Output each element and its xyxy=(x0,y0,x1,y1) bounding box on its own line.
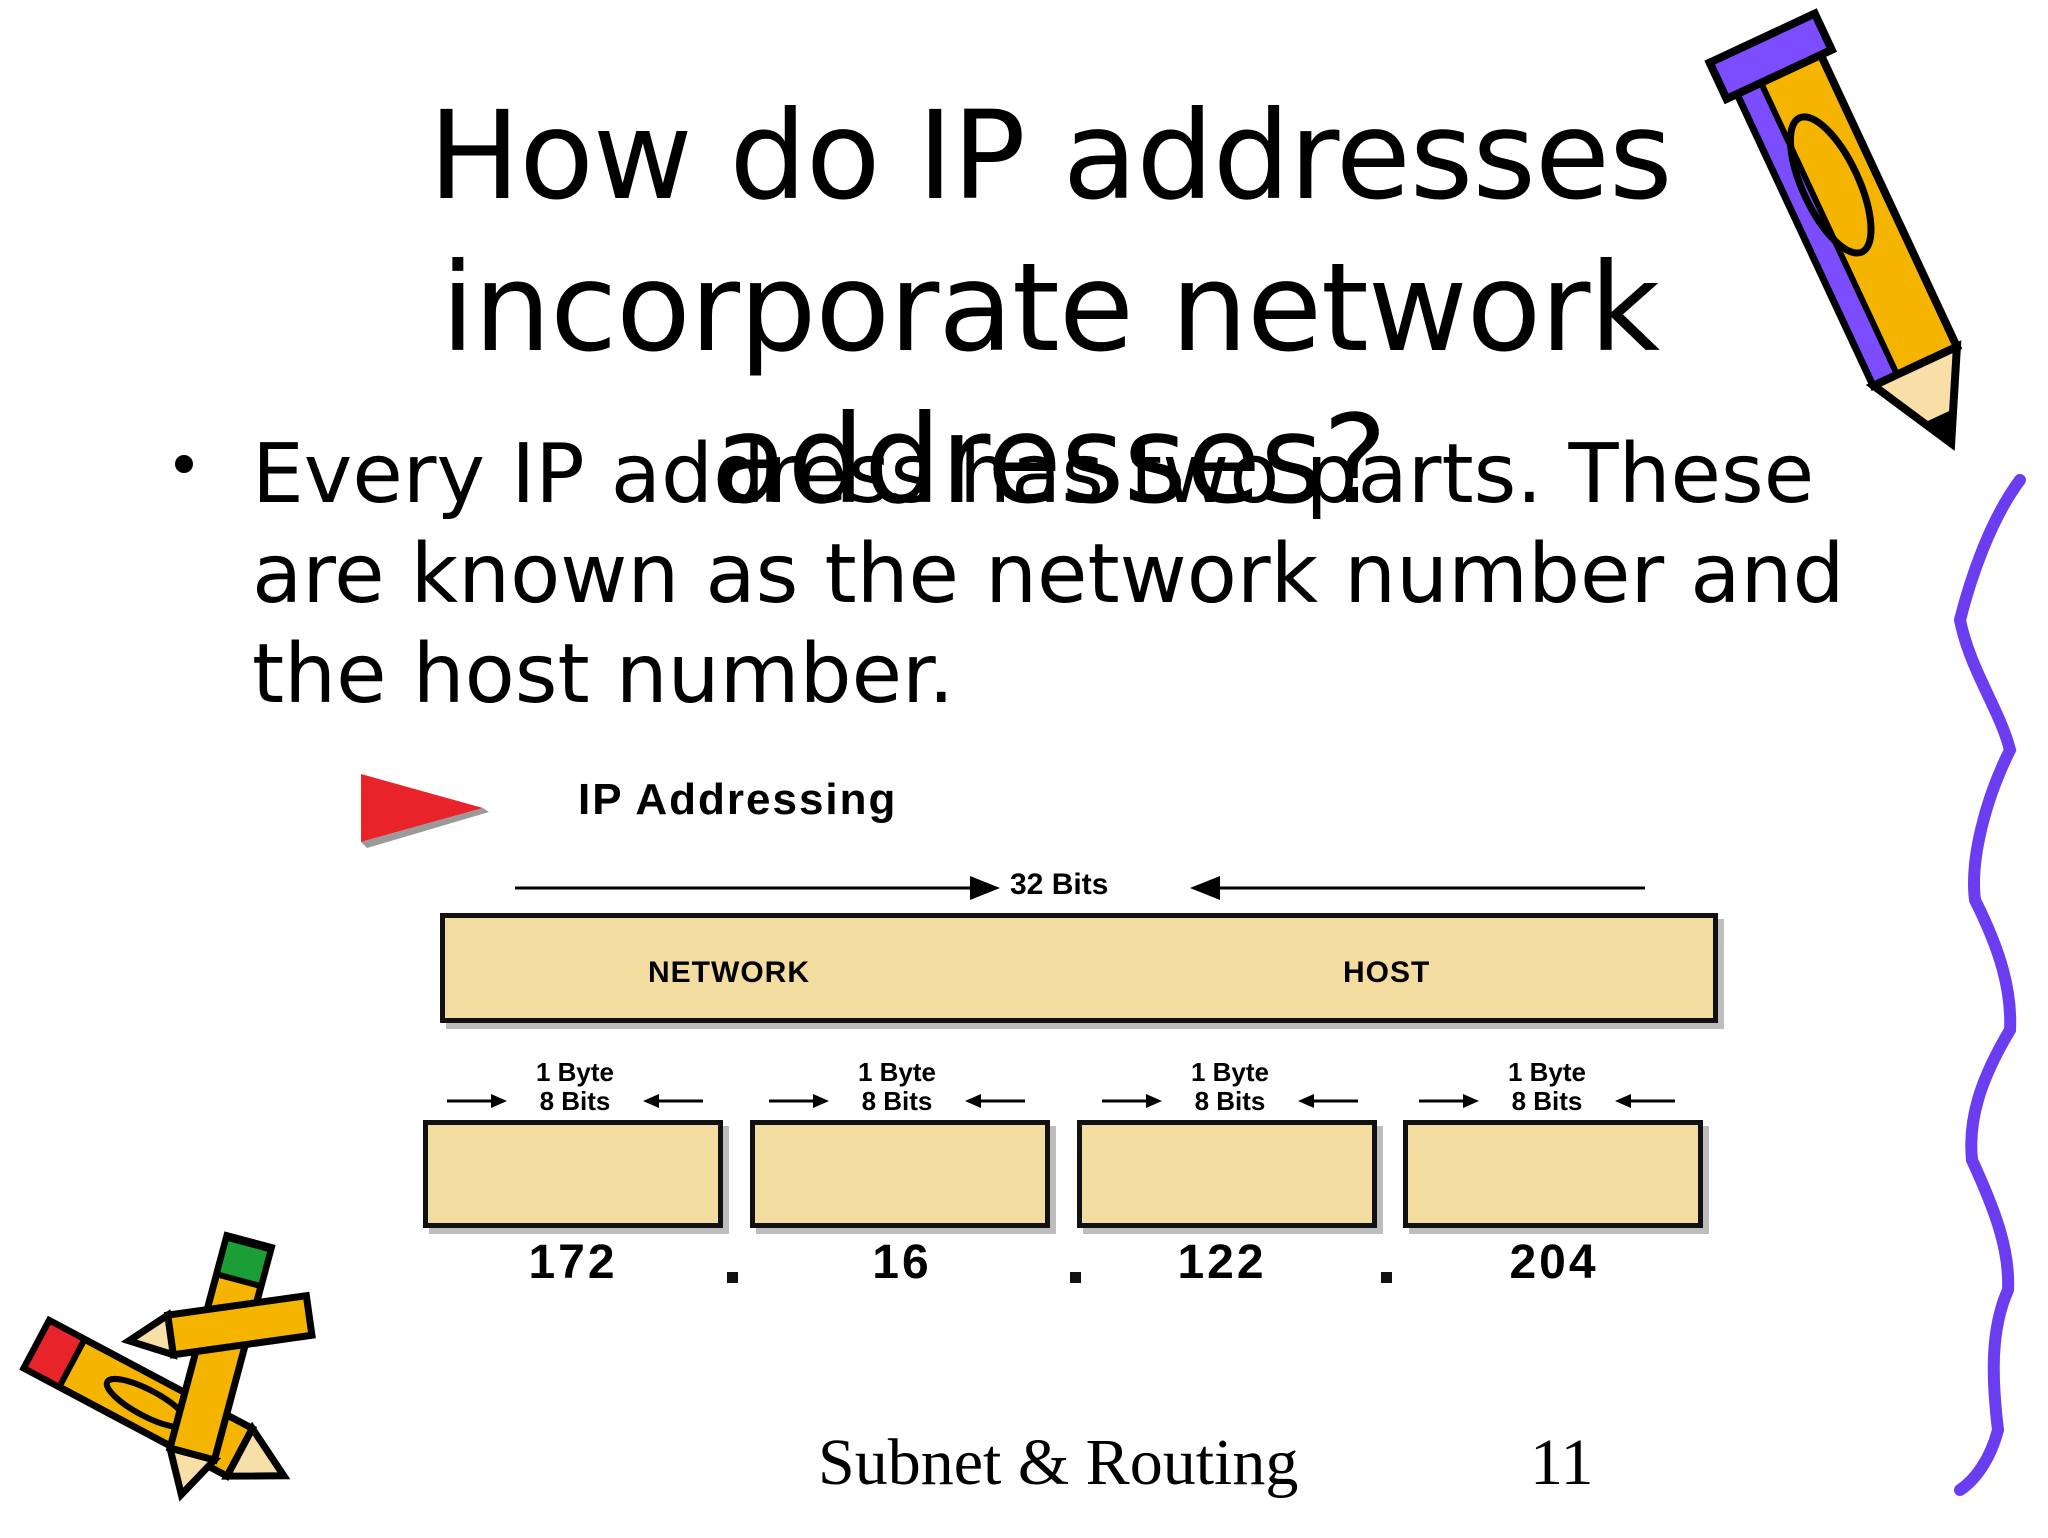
title-line-2: incorporate network addresses? xyxy=(440,237,1660,531)
octet-3-box xyxy=(1077,1120,1377,1228)
network-label: NETWORK xyxy=(648,956,810,989)
octet-4-arrows xyxy=(1419,1094,1675,1108)
address-bar: NETWORK HOST xyxy=(440,913,1718,1023)
arrow-left-icon xyxy=(1190,876,1220,900)
octet-1-bits: 8 Bits xyxy=(539,1086,611,1116)
octet-3-size: 1 Byte xyxy=(1190,1057,1270,1087)
pencil-icon xyxy=(1704,8,1963,451)
pencils-icon xyxy=(19,1231,316,1502)
bits-arrows xyxy=(515,876,1645,900)
footer-label: Subnet & Routing xyxy=(818,1426,1299,1499)
octet-2-arrows xyxy=(769,1094,1025,1108)
octet-2-bits: 8 Bits xyxy=(861,1086,933,1116)
octet-2-box xyxy=(750,1120,1050,1228)
host-label: HOST xyxy=(1343,956,1431,989)
octet-1-size: 1 Byte xyxy=(535,1057,615,1087)
bullet-dot-icon xyxy=(175,455,193,473)
octet-4-size: 1 Byte xyxy=(1507,1057,1587,1087)
total-bits-label: 32 Bits xyxy=(1010,868,1109,901)
slide-title: How do IP addresses incorporate network … xyxy=(110,80,1990,536)
arrow-right-icon xyxy=(970,876,1000,900)
octet-1-arrows xyxy=(447,1094,703,1108)
bullet-text: Every IP address has two parts. These ar… xyxy=(252,427,1845,710)
octet-3-bits: 8 Bits xyxy=(1194,1086,1266,1116)
separator-dot xyxy=(1070,1272,1081,1283)
pointer-arrow-icon xyxy=(361,774,489,848)
octet-4-box xyxy=(1403,1120,1703,1228)
octet-1-box xyxy=(423,1120,723,1228)
octet-4-value: 204 xyxy=(1509,1236,1599,1289)
octet-1-value: 172 xyxy=(528,1236,618,1289)
page-number: 11 xyxy=(1530,1426,1594,1499)
octet-2-size: 1 Byte xyxy=(857,1057,937,1087)
separator-dot xyxy=(1381,1272,1392,1283)
octet-2-value: 16 xyxy=(872,1236,932,1289)
octet-3-value: 122 xyxy=(1177,1236,1267,1289)
title-line-1: How do IP addresses xyxy=(428,85,1672,227)
separator-dot xyxy=(727,1272,738,1283)
octet-4-bits: 8 Bits xyxy=(1511,1086,1583,1116)
figure-title: IP Addressing xyxy=(578,775,898,824)
squiggle-border-icon xyxy=(1953,474,2026,1496)
octet-3-arrows xyxy=(1102,1094,1358,1108)
